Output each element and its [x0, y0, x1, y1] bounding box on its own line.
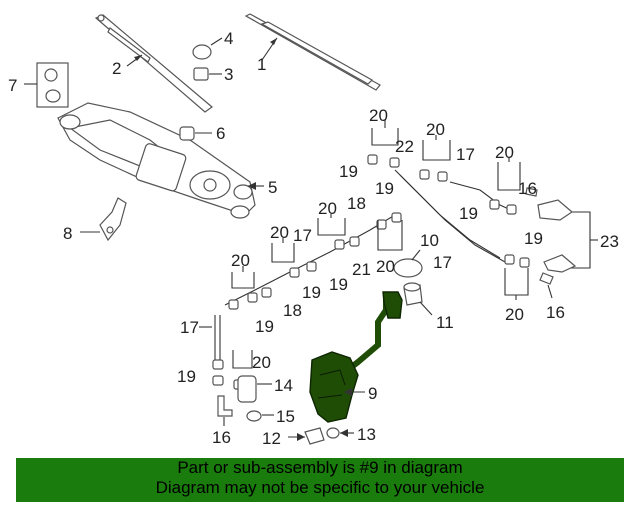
callout-20: 20 — [231, 251, 250, 270]
filler-neck-part[interactable] — [403, 282, 433, 316]
wiper-linkage-motor-part[interactable] — [57, 102, 264, 219]
bracket-part[interactable] — [80, 197, 127, 242]
callout-7: 7 — [8, 76, 17, 95]
callout-8: 8 — [63, 224, 72, 243]
callout-12: 12 — [262, 429, 281, 448]
callout-19: 19 — [459, 204, 478, 223]
callout-19: 19 — [524, 229, 543, 248]
parts-diagram: 1 2 4 3 7 5 — [8, 13, 619, 448]
washer-nozzle-part[interactable] — [537, 199, 577, 273]
callout-20: 20 — [376, 257, 395, 276]
callout-14: 14 — [274, 376, 293, 395]
callout-22: 22 — [395, 137, 414, 156]
callout-6: 6 — [216, 124, 225, 143]
callout-23: 23 — [600, 232, 619, 251]
nut-part[interactable] — [193, 67, 222, 81]
wiper-blade-part[interactable] — [244, 13, 381, 91]
callout-1: 1 — [257, 55, 266, 74]
elbow-fitting-part[interactable] — [217, 187, 554, 426]
callout-13: 13 — [357, 425, 376, 444]
washer-pump-part[interactable] — [237, 375, 272, 403]
callout-20: 20 — [270, 223, 289, 242]
callout-21: 21 — [352, 260, 371, 279]
callout-19: 19 — [339, 162, 358, 181]
callout-19: 19 — [329, 275, 348, 294]
bolt-kit-part[interactable] — [24, 62, 69, 108]
callout-20: 20 — [505, 305, 524, 324]
callout-17: 17 — [293, 226, 312, 245]
banner-line-part: Part or sub-assembly is #9 in diagram — [177, 458, 463, 477]
callout-19: 19 — [255, 317, 274, 336]
callout-16: 16 — [212, 428, 231, 447]
callout-3: 3 — [224, 65, 233, 84]
callout-19: 19 — [375, 179, 394, 198]
callout-19: 19 — [177, 367, 196, 386]
pump-grommet-part[interactable] — [246, 410, 274, 422]
callout-4: 4 — [224, 29, 233, 48]
callout-11: 11 — [436, 313, 454, 332]
callout-20: 20 — [495, 143, 514, 162]
callout-18: 18 — [347, 194, 366, 213]
banner-line-disclaimer: Diagram may not be specific to your vehi… — [155, 478, 485, 497]
callout-15: 15 — [276, 407, 295, 426]
callout-17: 17 — [180, 318, 199, 337]
callout-16: 16 — [518, 179, 537, 198]
callout-18: 18 — [283, 301, 302, 320]
callout-17: 17 — [456, 145, 475, 164]
callout-9: 9 — [368, 384, 377, 403]
callout-20: 20 — [252, 353, 271, 372]
callout-16: 16 — [546, 303, 565, 322]
callout-brackets — [231, 120, 598, 369]
sensor-seal-part[interactable] — [326, 427, 354, 439]
callout-2: 2 — [112, 59, 121, 78]
filler-cap-part[interactable] — [393, 249, 423, 278]
callout-19: 19 — [302, 283, 321, 302]
pivot-cap-part[interactable] — [192, 37, 223, 60]
callout-20: 20 — [369, 106, 388, 125]
washer-hose-network[interactable] — [212, 154, 530, 390]
callout-20: 20 — [318, 199, 337, 218]
callout-10: 10 — [420, 231, 439, 250]
grommet-part[interactable] — [179, 126, 212, 141]
wiper-arm-part[interactable] — [94, 14, 213, 113]
part-notice-banner: Part or sub-assembly is #9 in diagram Di… — [16, 458, 624, 502]
callout-5: 5 — [268, 178, 277, 197]
callout-17: 17 — [433, 253, 452, 272]
washer-reservoir-part[interactable] — [309, 291, 403, 423]
callout-20: 20 — [426, 120, 445, 139]
level-sensor-part[interactable] — [288, 427, 325, 445]
